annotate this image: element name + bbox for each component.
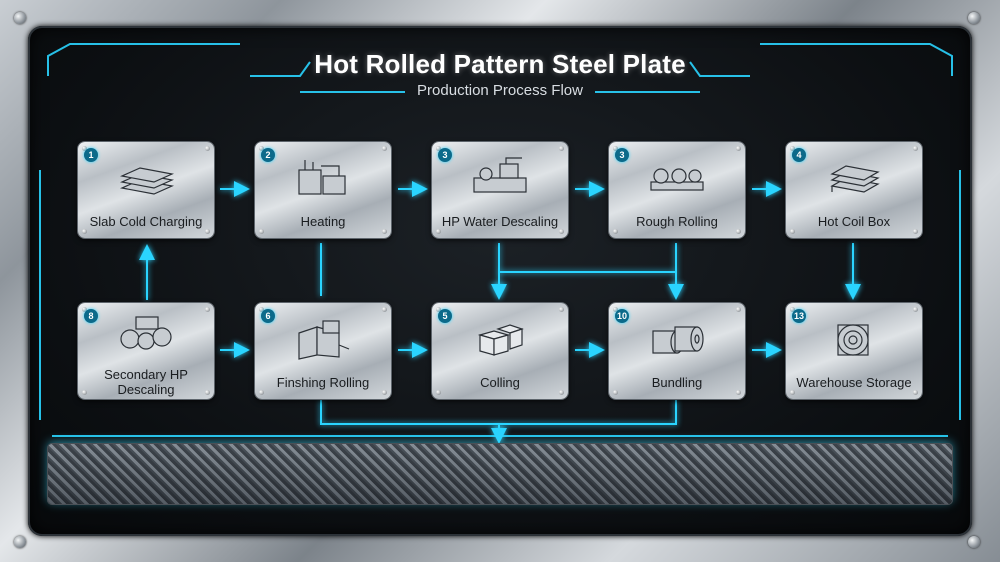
step-number-badge: 10: [615, 309, 629, 323]
step-number-badge: 6: [261, 309, 275, 323]
neon-title-bracket: [250, 61, 311, 77]
step-number-badge: 3: [438, 148, 452, 162]
coils-icon: [652, 326, 704, 354]
diagram-title: Hot Rolled Pattern Steel Plate: [314, 49, 686, 79]
process-step-bundling: 10 Bundling: [609, 303, 745, 399]
step-number-badge: 13: [792, 309, 806, 323]
descaling-rollers-icon: [120, 316, 172, 350]
step-label: Bundling: [651, 375, 703, 390]
step-number-badge: 4: [792, 148, 806, 162]
finishing-mill-icon: [298, 320, 350, 360]
process-step-finshing-rolling: 6 Finshing Rolling: [255, 303, 391, 399]
process-step-secondary-hp-descaling: 8 Secondary HP Descaling: [78, 303, 214, 399]
step-number-badge: 3: [615, 148, 629, 162]
furnace-icon: [298, 160, 346, 195]
process-step-colling: 5 Colling: [432, 303, 568, 399]
step-label: Finshing Rolling: [276, 375, 370, 390]
step-label: Rough Rolling: [636, 214, 718, 229]
step-number-badge: 8: [84, 309, 98, 323]
rolling-mill-icon: [650, 168, 704, 191]
steel-slab-icon: [119, 167, 175, 195]
storage-coil-icon: [837, 324, 869, 356]
step-label: Slab Cold Charging: [89, 214, 203, 229]
screw-icon: [968, 12, 980, 24]
process-step-hot-coil-box: 4 Hot Coil Box: [786, 142, 922, 238]
step-label: Colling: [480, 375, 520, 390]
coil-box-icon: [830, 165, 880, 193]
connector-line: [320, 400, 677, 425]
process-step-hp-water-descaling: 3 HP Water Descaling: [432, 142, 568, 238]
process-step-slab-cold-charging: 1 Slab Cold Charging: [78, 142, 214, 238]
step-label: Secondary HP Descaling: [104, 367, 188, 397]
screw-icon: [968, 536, 980, 548]
cubes-icon: [477, 324, 524, 356]
descaling-machine-icon: [473, 157, 527, 193]
neon-title-bracket: [689, 61, 750, 77]
step-label: Warehouse Storage: [796, 375, 912, 390]
checker-plate-strip: [48, 444, 952, 504]
step-label: Heating: [300, 214, 346, 229]
step-number-badge: 1: [84, 148, 98, 162]
screw-icon: [14, 536, 26, 548]
diagram-subtitle: Production Process Flow: [417, 82, 583, 99]
neon-corner-line: [760, 43, 953, 76]
step-number-badge: 2: [261, 148, 275, 162]
process-step-heating: 2 Heating: [255, 142, 391, 238]
step-label: Hot Coil Box: [817, 214, 891, 229]
process-step-warehouse-storage: 13 Warehouse Storage: [786, 303, 922, 399]
step-number-badge: 5: [438, 309, 452, 323]
screw-icon: [14, 12, 26, 24]
process-step-rough-rolling: 3 Rough Rolling: [609, 142, 745, 238]
neon-corner-line: [47, 43, 240, 76]
step-label: HP Water Descaling: [441, 214, 559, 229]
